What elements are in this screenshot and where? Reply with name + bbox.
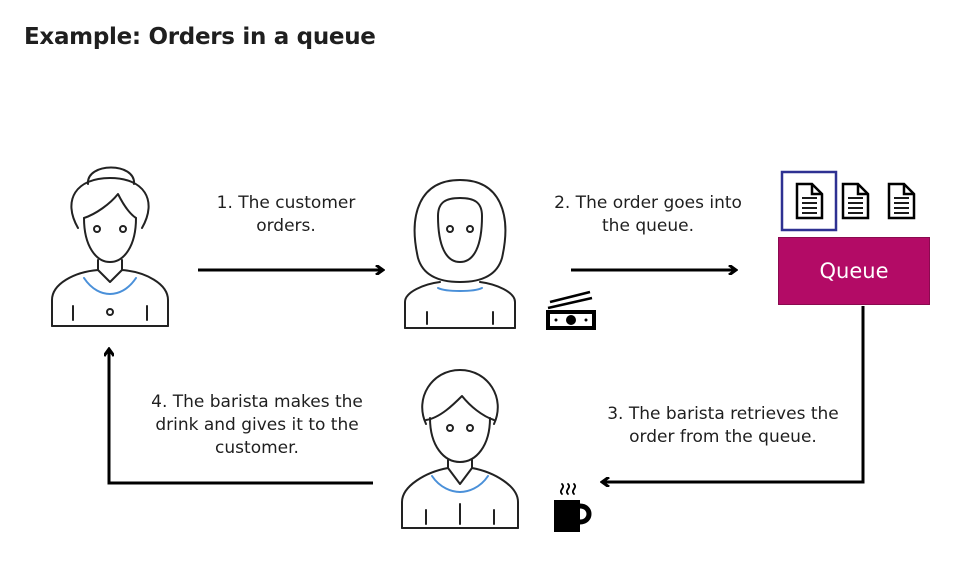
step-2-label: 2. The order goes into the queue. [540, 192, 756, 238]
cashier-person-icon [404, 179, 516, 329]
step-4-line-2: drink and gives it to the [155, 415, 359, 435]
step-3-label: 3. The barista retrieves the order from … [594, 403, 852, 449]
money-icon [546, 290, 596, 330]
step-1-line-1: 1. The customer [216, 193, 356, 213]
customer-person-icon [51, 166, 169, 327]
barista-person-icon [401, 369, 519, 529]
highlight-box [780, 170, 838, 232]
document-icon [795, 182, 824, 220]
queue-label: Queue [819, 259, 889, 283]
diagram-title: Example: Orders in a queue [24, 24, 376, 50]
step-4-label: 4. The barista makes the drink and gives… [136, 391, 378, 460]
step-3-line-2: order from the queue. [629, 427, 817, 447]
step-2-line-1: 2. The order goes into [554, 193, 742, 213]
arrow-queue-to-barista [603, 306, 865, 482]
step-3-line-1: 3. The barista retrieves the [607, 404, 839, 424]
step-1-label: 1. The customer orders. [196, 192, 376, 238]
coffee-cup-icon [554, 483, 592, 532]
arrow-barista-to-customer [109, 350, 373, 485]
step-4-line-3: customer. [215, 438, 299, 458]
queue-box: Queue [778, 237, 930, 305]
document-icon [887, 182, 916, 220]
document-icon [841, 182, 870, 220]
step-4-line-1: 4. The barista makes the [151, 392, 363, 412]
step-2-line-2: the queue. [602, 216, 694, 236]
step-1-line-2: orders. [256, 216, 316, 236]
